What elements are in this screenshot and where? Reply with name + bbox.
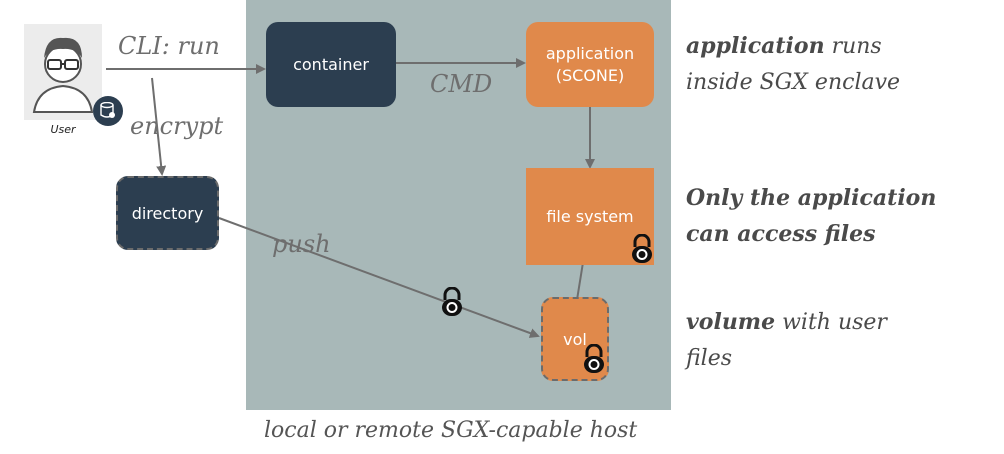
note1-rest-b: inside SGX enclave bbox=[686, 70, 901, 95]
directory-node: directory bbox=[116, 176, 219, 250]
file-system-node: file system bbox=[526, 168, 654, 265]
note1-bold: application bbox=[686, 33, 825, 59]
note-access-files: Only the application can access files bbox=[686, 180, 936, 252]
user-avatar-icon bbox=[24, 24, 102, 120]
note3-rest-a: with user bbox=[775, 310, 887, 335]
note2-line1: Only the application bbox=[686, 185, 937, 211]
edge-encrypt bbox=[151, 77, 167, 176]
edge-label-encrypt: encrypt bbox=[130, 112, 224, 140]
note1-rest-a: runs bbox=[824, 34, 882, 59]
padlock-icon bbox=[630, 233, 654, 268]
note3-bold: volume bbox=[686, 309, 776, 335]
note2-line2: can access files bbox=[686, 221, 876, 247]
edge-label-push: push bbox=[272, 230, 331, 258]
note-volume: volume with user files bbox=[686, 304, 887, 377]
application-label-line1: application bbox=[545, 43, 635, 63]
file-system-label: file system bbox=[546, 207, 634, 226]
edge-push bbox=[218, 217, 540, 338]
vol-label: vol bbox=[563, 329, 587, 349]
user-label: User bbox=[50, 123, 76, 136]
host-caption: local or remote SGX-capable host bbox=[264, 418, 638, 443]
directory-label: directory bbox=[131, 203, 204, 223]
edge-label-cli-run: CLI: run bbox=[118, 32, 220, 60]
padlock-icon bbox=[440, 286, 464, 321]
encrypted-disk-icon bbox=[93, 96, 123, 126]
container-label: container bbox=[293, 55, 369, 74]
edge-label-cmd: CMD bbox=[430, 70, 493, 98]
application-node: application (SCONE) bbox=[526, 22, 654, 107]
note-application-enclave: application runs inside SGX enclave bbox=[686, 28, 900, 101]
padlock-icon bbox=[582, 343, 606, 378]
note3-rest-b: files bbox=[686, 346, 733, 371]
container-node: container bbox=[266, 22, 396, 107]
application-label-line2: (SCONE) bbox=[555, 65, 625, 85]
